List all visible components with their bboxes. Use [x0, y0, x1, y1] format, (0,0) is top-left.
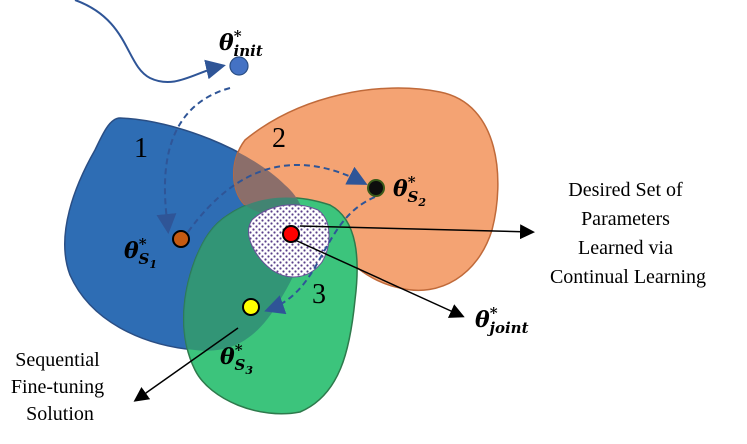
- theta-s2-label: θ*S2: [393, 173, 426, 209]
- joint-arrow: [294, 239, 465, 318]
- theta-s3-point: [242, 298, 260, 316]
- step-3-label: 3: [312, 279, 326, 310]
- desired-set-annotation: Desired Set of Parameters Learned via Co…: [550, 179, 706, 288]
- theta-init-point: [229, 56, 249, 76]
- theta-s1-point: [172, 230, 190, 248]
- theta-s1-label: θ*S1: [124, 235, 157, 271]
- sequential-arrow: [133, 327, 239, 402]
- step-1-label: 1: [134, 133, 148, 164]
- theta-s3-label: θ*S3: [220, 341, 253, 377]
- incoming-trajectory: [74, 0, 226, 83]
- step-2-arrow: [187, 164, 368, 233]
- theta-s2-point: [367, 179, 385, 197]
- theta-joint-point: [282, 225, 300, 243]
- desired-set-arrow: [299, 224, 535, 240]
- theta-joint-label: θ*joint: [475, 304, 529, 337]
- step-2-label: 2: [272, 123, 286, 154]
- sequential-annotation: Sequential Fine-tuning Solution: [11, 349, 109, 425]
- theta-init-label: θ*init: [219, 27, 263, 60]
